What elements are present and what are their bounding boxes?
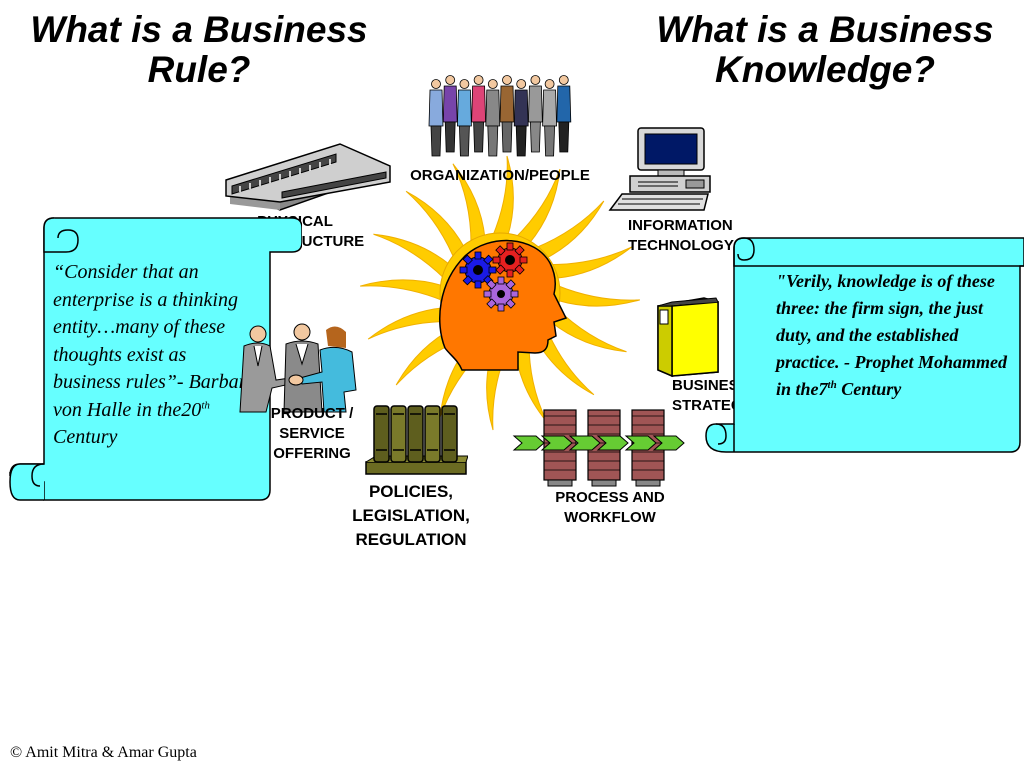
- binder-icon: [657, 297, 719, 378]
- gear-red-icon: [492, 242, 528, 278]
- label-information-technology: INFORMATION TECHNOLOGY: [628, 217, 734, 254]
- quote-right-text: "Verily, knowledge is of these three: th…: [776, 271, 1007, 399]
- scroll-icon: [9, 217, 302, 501]
- title-business-knowledge: What is a Business Knowledge?: [656, 9, 994, 90]
- sun-ray: [373, 233, 451, 280]
- sun-ray: [534, 326, 595, 396]
- quote-left-text: “Consider that an enterprise is a thinki…: [53, 261, 257, 421]
- sun-ray: [452, 163, 486, 245]
- gear-blue-icon: [459, 251, 497, 289]
- gear-purple-icon: [483, 276, 519, 312]
- quote-left: “Consider that an enterprise is a thinki…: [53, 259, 259, 452]
- handshake-icon: [239, 323, 357, 413]
- scroll-icon: [705, 237, 1024, 453]
- sun-ray: [557, 284, 640, 307]
- sun-ray: [405, 190, 466, 260]
- people-icon: [428, 75, 572, 157]
- label-organization: ORGANIZATION/PEOPLE: [410, 167, 590, 184]
- sun-ray: [367, 307, 451, 340]
- quote-right-sup: th: [827, 379, 837, 391]
- label-product-service: PRODUCT / SERVICE OFFERING: [270, 405, 354, 462]
- sun-ray: [360, 279, 443, 302]
- label-policies: POLICIES, LEGISLATION, REGULATION: [352, 482, 470, 549]
- sun-head-icon: [360, 155, 640, 431]
- label-process: PROCESS AND WORKFLOW: [555, 489, 665, 526]
- computer-icon: [608, 127, 711, 211]
- workflow-icon: [512, 409, 685, 487]
- quote-right: "Verily, knowledge is of these three: th…: [776, 268, 1008, 403]
- quote-right-tail: Century: [836, 379, 902, 399]
- title-business-rule: What is a Business Rule?: [30, 9, 368, 90]
- building-icon: [225, 143, 391, 211]
- sun-ray: [491, 155, 514, 238]
- copyright: © Amit Mitra & Amar Gupta: [10, 744, 197, 761]
- quote-left-tail: Century: [53, 426, 118, 448]
- label-business-strategy: BUSINESS STRATEGY: [672, 377, 753, 414]
- books-icon: [365, 405, 468, 475]
- quote-left-sup: th: [201, 398, 210, 411]
- sun-ray: [549, 246, 633, 279]
- sun-ray: [534, 200, 605, 259]
